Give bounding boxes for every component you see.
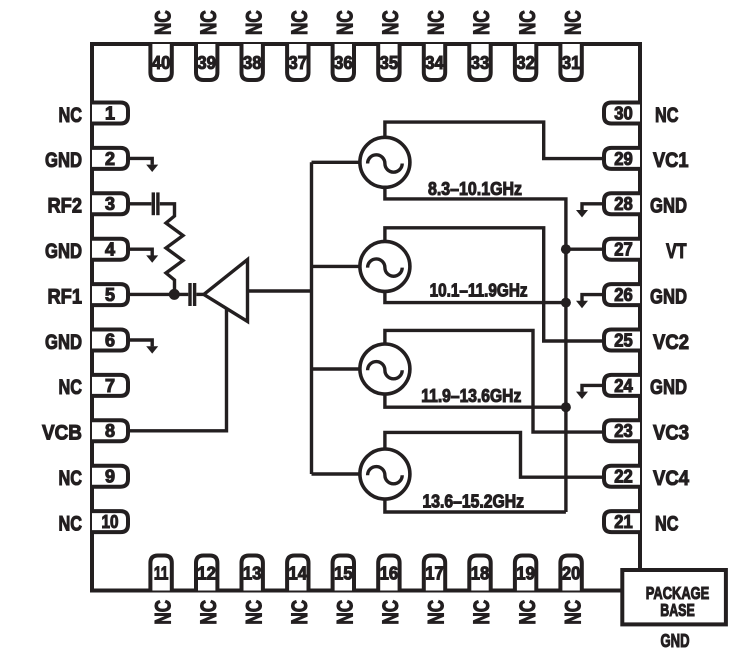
svg-text:34: 34: [425, 53, 444, 73]
svg-text:31: 31: [562, 53, 581, 73]
svg-text:NC: NC: [424, 600, 449, 625]
svg-text:2: 2: [105, 149, 115, 169]
svg-text:10.1–11.9GHz: 10.1–11.9GHz: [430, 281, 528, 301]
svg-text:GND: GND: [661, 630, 690, 651]
svg-text:13.6–15.2GHz: 13.6–15.2GHz: [423, 492, 525, 512]
svg-text:26: 26: [614, 285, 633, 305]
svg-text:GND: GND: [650, 375, 687, 399]
svg-text:22: 22: [614, 467, 633, 487]
svg-text:37: 37: [289, 53, 308, 73]
svg-text:16: 16: [380, 564, 399, 584]
svg-text:5: 5: [105, 285, 115, 305]
svg-text:32: 32: [516, 53, 535, 73]
svg-text:NC: NC: [150, 600, 175, 625]
svg-text:NC: NC: [655, 511, 679, 535]
svg-text:19: 19: [516, 564, 535, 584]
svg-text:RF2: RF2: [48, 194, 83, 218]
svg-text:35: 35: [380, 53, 399, 73]
svg-text:33: 33: [471, 53, 490, 73]
svg-text:11: 11: [154, 564, 169, 584]
svg-text:NC: NC: [150, 10, 175, 35]
svg-text:6: 6: [105, 330, 115, 350]
svg-text:17: 17: [425, 564, 444, 584]
svg-text:NC: NC: [469, 10, 494, 35]
svg-text:NC: NC: [469, 600, 494, 625]
svg-text:27: 27: [614, 240, 633, 260]
svg-text:GND: GND: [45, 330, 82, 354]
svg-text:NC: NC: [241, 10, 266, 35]
svg-text:NC: NC: [655, 103, 679, 127]
svg-text:NC: NC: [333, 600, 358, 625]
svg-text:30: 30: [614, 103, 633, 123]
svg-text:39: 39: [197, 53, 216, 73]
svg-text:NC: NC: [287, 600, 312, 625]
svg-text:RF1: RF1: [48, 284, 83, 308]
svg-text:VC4: VC4: [653, 466, 689, 490]
svg-text:11.9–13.6GHz: 11.9–13.6GHz: [421, 386, 521, 406]
svg-text:GND: GND: [650, 194, 687, 218]
svg-text:13: 13: [243, 564, 262, 584]
svg-text:12: 12: [197, 564, 216, 584]
svg-text:9: 9: [105, 467, 115, 487]
svg-text:NC: NC: [59, 466, 83, 490]
svg-text:NC: NC: [196, 10, 221, 35]
svg-text:15: 15: [334, 564, 353, 584]
svg-text:VC3: VC3: [653, 421, 689, 445]
svg-text:38: 38: [243, 53, 262, 73]
svg-text:BASE: BASE: [660, 600, 695, 620]
svg-text:21: 21: [614, 512, 633, 532]
svg-text:VC2: VC2: [653, 330, 689, 354]
svg-text:GND: GND: [45, 239, 82, 263]
svg-text:NC: NC: [241, 600, 266, 625]
svg-text:7: 7: [105, 376, 115, 396]
svg-text:36: 36: [334, 53, 353, 73]
svg-text:NC: NC: [424, 10, 449, 35]
svg-text:VT: VT: [666, 239, 687, 263]
svg-text:24: 24: [614, 376, 633, 396]
svg-text:NC: NC: [59, 103, 83, 127]
svg-text:NC: NC: [59, 511, 83, 535]
svg-text:29: 29: [614, 149, 633, 169]
svg-text:NC: NC: [378, 10, 403, 35]
svg-text:23: 23: [614, 421, 633, 441]
svg-text:GND: GND: [650, 284, 687, 308]
svg-text:NC: NC: [515, 10, 540, 35]
svg-text:40: 40: [152, 53, 171, 73]
svg-text:18: 18: [471, 564, 490, 584]
svg-text:NC: NC: [287, 10, 312, 35]
svg-text:8: 8: [105, 421, 115, 441]
svg-text:20: 20: [562, 564, 581, 584]
svg-text:NC: NC: [59, 375, 83, 399]
svg-text:VCB: VCB: [42, 421, 82, 445]
svg-text:28: 28: [614, 194, 633, 214]
svg-text:PACKAGE: PACKAGE: [646, 583, 710, 603]
svg-text:1: 1: [105, 103, 115, 123]
svg-text:GND: GND: [45, 148, 82, 172]
svg-text:3: 3: [105, 194, 115, 214]
svg-text:VC1: VC1: [653, 148, 689, 172]
svg-text:NC: NC: [560, 600, 585, 625]
svg-text:NC: NC: [560, 10, 585, 35]
svg-text:4: 4: [105, 240, 115, 260]
svg-text:NC: NC: [378, 600, 403, 625]
svg-text:8.3–10.1GHz: 8.3–10.1GHz: [428, 179, 522, 199]
svg-text:NC: NC: [515, 600, 540, 625]
svg-text:25: 25: [614, 330, 633, 350]
svg-text:NC: NC: [196, 600, 221, 625]
svg-text:14: 14: [289, 564, 308, 584]
svg-text:10: 10: [102, 512, 119, 532]
svg-text:NC: NC: [333, 10, 358, 35]
